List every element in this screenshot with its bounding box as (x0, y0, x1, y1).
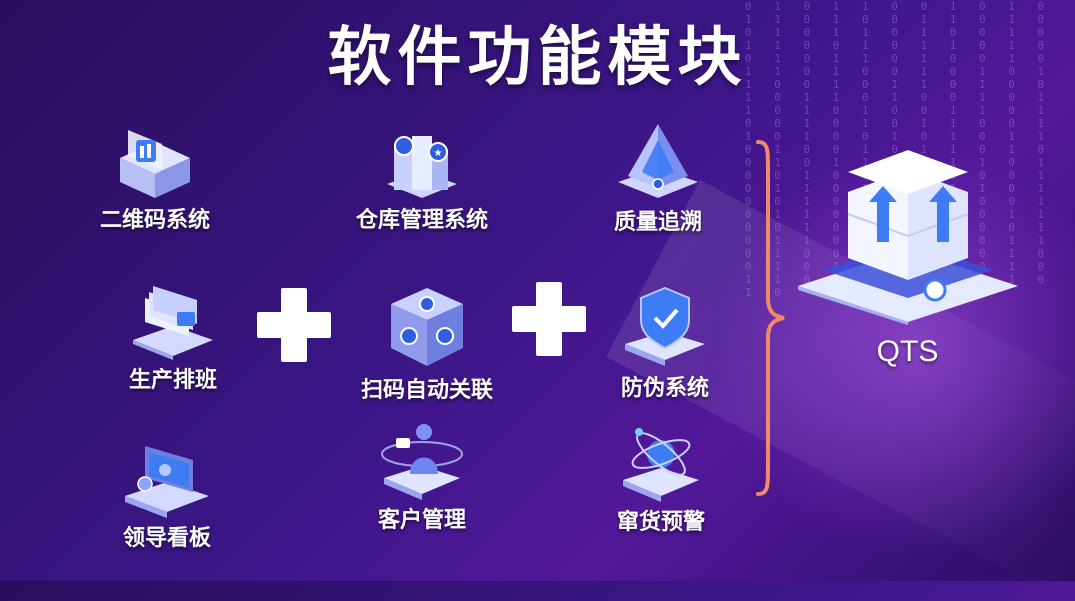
module-scan: 扫码自动关联 (332, 282, 522, 404)
module-diversion: 窜货预警 (566, 420, 756, 536)
plus-sign-right (512, 282, 586, 356)
module-label-diversion: 窜货预警 (616, 510, 705, 535)
server-upload-icon (797, 150, 1018, 325)
module-label-scan: 扫码自动关联 (360, 378, 493, 403)
shield-icon (625, 286, 705, 366)
qts-module: QTS (780, 150, 1035, 369)
qts-label: QTS (876, 335, 939, 368)
plus-sign-left (257, 288, 331, 362)
module-qrcode: 二维码系统 (60, 122, 250, 234)
module-quality: 质量追溯 (563, 118, 753, 236)
module-dashboard: 领导看板 (72, 440, 262, 552)
curly-brace (756, 140, 785, 496)
warehouse-building-icon: ★ (387, 136, 457, 198)
quality-pyramid-icon (618, 124, 698, 198)
module-label-dashboard: 领导看板 (122, 526, 211, 551)
qrcode-box-icon (120, 130, 190, 198)
atom-warning-icon (623, 428, 699, 502)
customer-person-icon (381, 424, 463, 500)
module-label-quality: 质量追溯 (613, 210, 702, 235)
module-scheduling: 生产排班 (78, 278, 268, 394)
scan-cube-icon (391, 288, 463, 366)
module-anticounterfeit: 防伪系统 (570, 280, 760, 402)
module-label-customer: 客户管理 (377, 508, 466, 533)
module-warehouse: ★ 仓库管理系统 (327, 122, 517, 234)
module-label-qrcode: 二维码系统 (99, 208, 210, 233)
svg-text:★: ★ (434, 148, 443, 159)
dashboard-board-icon (125, 446, 209, 518)
module-label-anticounterfeit: 防伪系统 (620, 376, 709, 401)
page-title: 软件功能模块 (327, 21, 748, 95)
module-label-scheduling: 生产排班 (128, 368, 217, 393)
scheduling-files-icon (133, 286, 213, 360)
module-customer: 客户管理 (327, 418, 517, 534)
module-label-warehouse: 仓库管理系统 (355, 208, 488, 233)
